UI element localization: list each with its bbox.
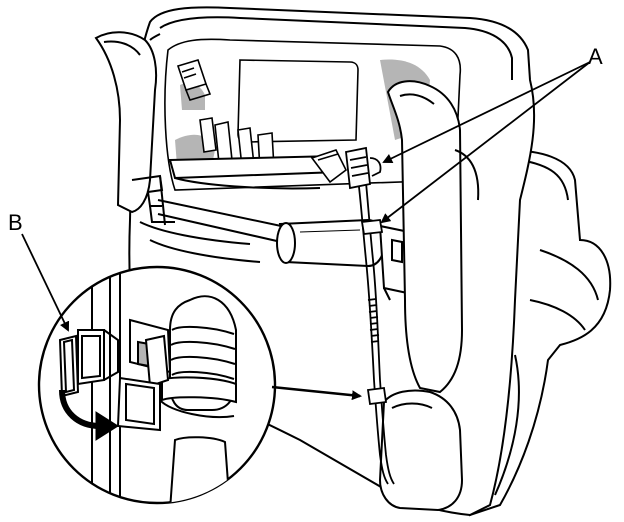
left-bolster	[94, 31, 158, 214]
center-board	[237, 59, 359, 143]
callout-label-a: A	[588, 44, 603, 69]
harness-clips	[360, 219, 388, 406]
lower-frame	[131, 174, 301, 263]
right-bolster	[386, 80, 480, 394]
callout-a-leaders	[380, 61, 591, 224]
callout-label-b: B	[8, 210, 23, 235]
bar-clip	[310, 149, 348, 184]
curved-arrow-icon	[59, 389, 119, 441]
lower-right-bolster	[378, 389, 464, 512]
arrow-icon	[271, 385, 362, 401]
panel-connector	[176, 59, 212, 101]
harness-connector	[345, 146, 382, 190]
callout-b-leader	[21, 233, 70, 332]
release-rod	[276, 218, 386, 268]
inner-brackets	[199, 117, 275, 171]
detail-view	[37, 265, 277, 505]
